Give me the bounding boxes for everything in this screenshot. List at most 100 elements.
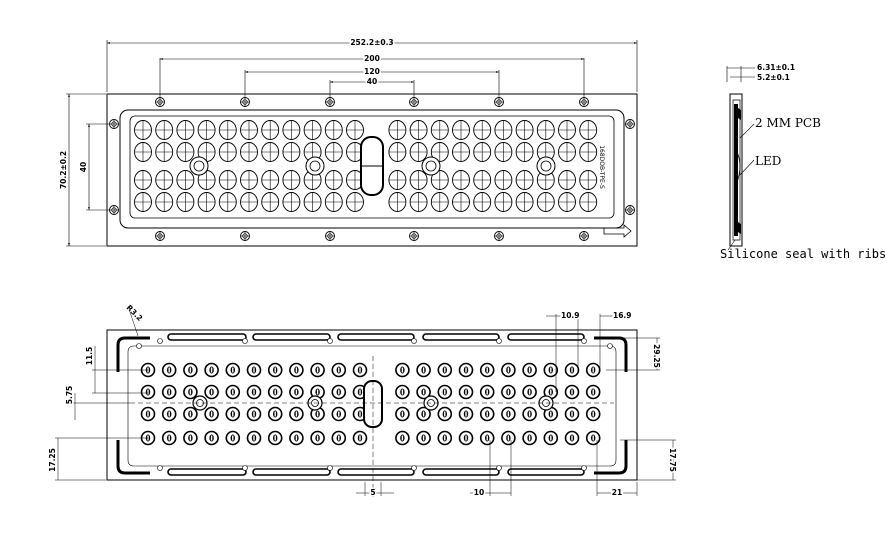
lens-icon: [324, 120, 343, 140]
direction-arrow-icon: [603, 224, 632, 238]
dim-overall-length: 252.2±0.3: [350, 38, 393, 47]
rib-slot: [252, 468, 331, 476]
screw-hole-icon: [240, 231, 250, 241]
lens-icon: [536, 142, 555, 162]
lens-icon: [579, 170, 598, 190]
lens-icon: [558, 192, 576, 212]
small-hole: [157, 338, 163, 344]
screw-hole-icon: [409, 231, 419, 241]
small-hole: [581, 338, 587, 344]
led-pad-icon: [267, 362, 283, 378]
lens-icon: [134, 170, 152, 190]
lens-icon: [282, 192, 301, 212]
lens-icon: [388, 192, 407, 212]
led-pad-icon: [437, 384, 453, 400]
led-pad-icon: [331, 430, 347, 446]
lens-icon: [303, 192, 322, 212]
lens-icon: [134, 142, 152, 162]
small-hole: [242, 465, 248, 471]
dim-radius: R3.2: [125, 303, 145, 323]
led-pad-icon: [458, 430, 474, 446]
lens-icon: [324, 142, 343, 162]
screw-hole-icon: [109, 119, 119, 129]
lens-icon: [346, 120, 364, 140]
small-hole: [157, 465, 163, 471]
led-pad-icon: [416, 406, 431, 422]
led-pad-icon: [161, 384, 177, 400]
dim-200: 200: [364, 54, 380, 63]
led-pad-icon: [183, 362, 198, 378]
small-hole: [327, 338, 333, 344]
led-pad-icon: [204, 406, 219, 422]
mounting-boss-icon: [536, 156, 556, 176]
rib-slot: [167, 468, 247, 476]
led-pad-icon: [416, 430, 431, 446]
led-pad-icon: [246, 406, 262, 422]
dim-120: 120: [364, 67, 380, 76]
led-pad-icon: [395, 384, 410, 400]
led-pad-icon: [395, 430, 410, 446]
mounting-boss-icon: [192, 395, 208, 411]
led-pad-icon: [437, 406, 453, 422]
led-pad-icon: [289, 406, 304, 422]
rib-slot: [422, 333, 500, 341]
lens-icon: [452, 192, 470, 212]
led-pad-icon: [416, 362, 431, 378]
lens-icon: [558, 142, 576, 162]
led-pad-icon: [395, 406, 410, 422]
lens-icon: [346, 192, 364, 212]
lens-icon: [409, 142, 428, 162]
lens-icon: [409, 192, 428, 212]
lens-icon: [452, 120, 470, 140]
led-pad-icon: [522, 406, 537, 422]
lens-icon: [536, 192, 555, 212]
led-pad-icon: [543, 362, 559, 378]
led-pad-icon: [204, 430, 219, 446]
small-hole: [411, 338, 417, 344]
lens-icon: [579, 120, 598, 140]
lens-icon: [197, 170, 216, 190]
lens-icon: [197, 120, 216, 140]
dim-5-75: 5.75: [65, 386, 74, 405]
led-pad-icon: [204, 362, 219, 378]
led-pad-icon: [310, 430, 325, 446]
screw-hole-icon: [625, 119, 635, 129]
lens-icon: [515, 142, 534, 162]
bottom-outer-frame: [106, 329, 638, 481]
top-screw-holes: [109, 97, 635, 241]
lens-icon: [240, 142, 258, 162]
lens-icon: [430, 120, 449, 140]
led-pad-icon: [585, 362, 601, 378]
lens-icon: [409, 170, 428, 190]
lens-icon: [515, 120, 534, 140]
small-hole: [327, 465, 333, 471]
led-pad-icon: [246, 362, 262, 378]
led-pad-icon: [246, 384, 262, 400]
led-pad-icon: [479, 406, 495, 422]
dim-16-9: 16.9: [613, 311, 632, 320]
top-inner-frame: [119, 109, 625, 229]
rib-slot: [337, 468, 415, 476]
led-pad-icon: [416, 384, 431, 400]
lens-icon: [494, 120, 513, 140]
lens-icon: [452, 142, 470, 162]
led-pad-icon: [225, 406, 241, 422]
mounting-boss-icon: [189, 156, 209, 176]
lens-icon: [218, 192, 237, 212]
lens-icon: [282, 120, 301, 140]
led-pad-icon: [310, 406, 325, 422]
led-pad-icon: [501, 384, 516, 400]
dim-10-9: 10.9: [561, 311, 580, 320]
lens-icon: [240, 192, 258, 212]
led-pad-icon: [161, 430, 177, 446]
small-hole: [581, 465, 587, 471]
lens-icon: [176, 192, 195, 212]
led-pad-icon: [289, 430, 304, 446]
led-pad-icon: [352, 362, 368, 378]
dim-11-5: 11.5: [85, 347, 94, 366]
led-pad-icon: [289, 362, 304, 378]
lens-icon: [494, 192, 513, 212]
screw-hole-icon: [625, 205, 635, 215]
led-pad-icon: [204, 384, 219, 400]
dim-21: 21: [612, 488, 622, 497]
